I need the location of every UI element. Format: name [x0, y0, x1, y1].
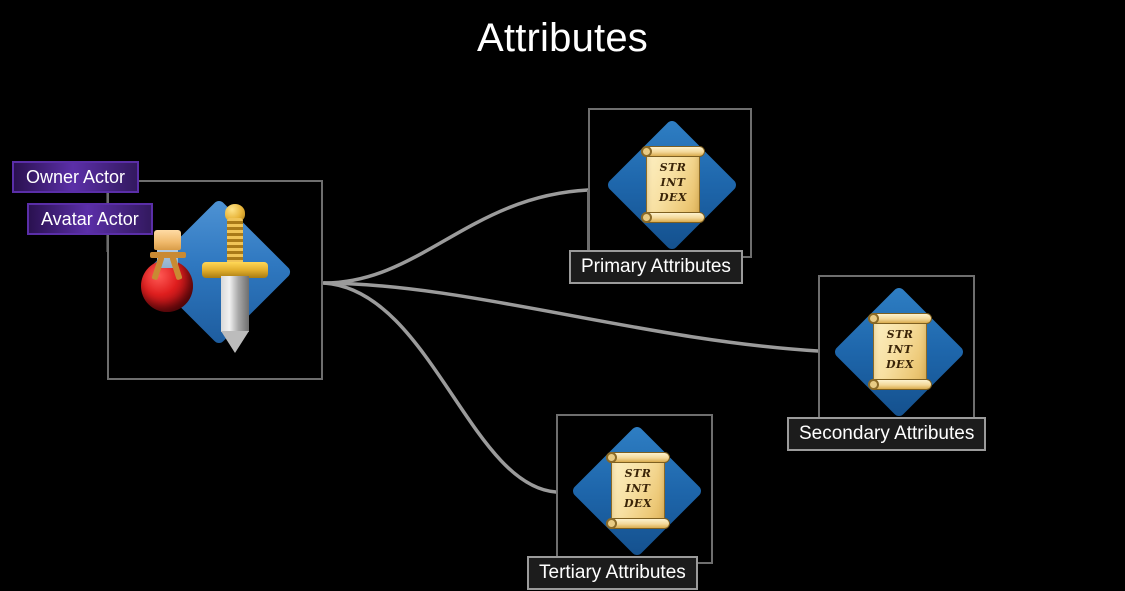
sword-pommel [225, 204, 245, 222]
potion-bulb [141, 260, 193, 312]
tertiary-caption-label: Tertiary Attributes [539, 562, 686, 583]
owner-actor-tag[interactable]: Owner Actor [12, 161, 140, 193]
tertiary-stats: STR INT DEX [611, 466, 665, 511]
owner-actor-label: Owner Actor [26, 167, 126, 187]
secondary-caption-label: Secondary Attributes [799, 423, 975, 444]
secondary-scroll-icon: STR INT DEX [868, 309, 932, 393]
sword-tip [221, 331, 249, 353]
tertiary-scroll-icon: STR INT DEX [606, 448, 670, 532]
stat-str: STR [886, 328, 914, 341]
scroll-knob-bottom [641, 212, 652, 223]
avatar-actor-label: Avatar Actor [41, 209, 139, 229]
avatar-actor-tag[interactable]: Avatar Actor [27, 203, 153, 235]
tertiary-caption[interactable]: Tertiary Attributes [527, 556, 698, 590]
primary-stats: STR INT DEX [646, 160, 700, 205]
wire-source-to-secondary [322, 281, 820, 353]
potion-icon [137, 226, 199, 312]
tertiary-node-frame[interactable]: STR INT DEX [556, 414, 713, 564]
stat-dex: DEX [624, 497, 652, 510]
scroll-knob-top [606, 452, 617, 463]
page-title: Attributes [477, 16, 648, 60]
sword-guard [202, 262, 268, 278]
scroll-knob-top [868, 313, 879, 324]
stat-dex: DEX [659, 191, 687, 204]
sword-icon [200, 204, 270, 353]
secondary-caption[interactable]: Secondary Attributes [787, 417, 987, 451]
stat-int: INT [660, 176, 686, 189]
scroll-knob-bottom [606, 518, 617, 529]
stat-int: INT [625, 482, 651, 495]
stat-int: INT [887, 343, 913, 356]
potion-tie [150, 252, 186, 258]
stat-dex: DEX [886, 358, 914, 371]
scroll-knob-bottom [868, 379, 879, 390]
secondary-node-frame[interactable]: STR INT DEX [818, 275, 975, 425]
potion-cork [154, 230, 181, 250]
secondary-stats: STR INT DEX [873, 327, 927, 372]
scroll-sheet [873, 317, 927, 385]
scroll-knob-top [641, 146, 652, 157]
stat-str: STR [659, 161, 687, 174]
primary-caption[interactable]: Primary Attributes [569, 250, 743, 284]
primary-node-frame[interactable]: STR INT DEX [588, 108, 752, 258]
stat-str: STR [624, 467, 652, 480]
primary-caption-label: Primary Attributes [581, 256, 731, 277]
sword-blade [221, 276, 249, 332]
primary-scroll-icon: STR INT DEX [641, 142, 705, 226]
wire-source-to-tertiary [322, 281, 558, 494]
sword-grip [227, 218, 243, 266]
